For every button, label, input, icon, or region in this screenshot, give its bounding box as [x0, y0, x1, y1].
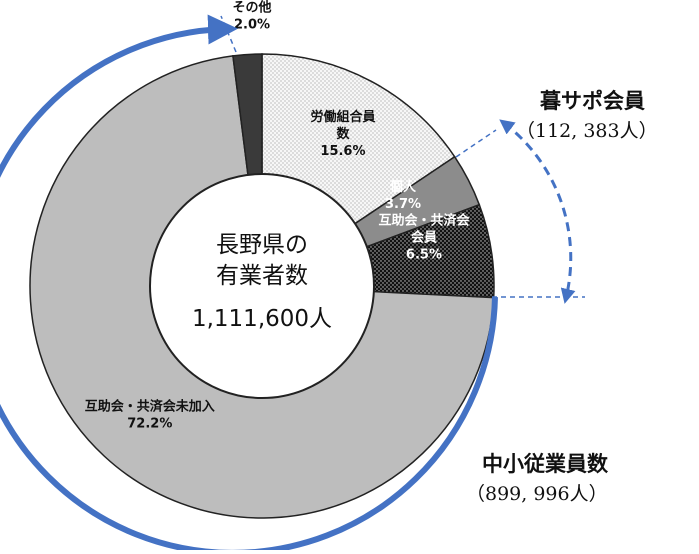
center-label-line3: 1,111,600人	[192, 306, 332, 332]
slice-value-label: 6.5%	[406, 248, 442, 263]
slice-value-label: 72.2%	[127, 416, 172, 431]
center-hole	[149, 173, 375, 399]
leader-right-upper	[455, 129, 497, 158]
slice-name-label: 数	[336, 126, 350, 142]
slice-name-label: 労働組合員	[310, 109, 375, 125]
slice-value-label: 15.6%	[320, 144, 365, 159]
slice-name-label: 互助会・共済会未加入	[85, 398, 215, 414]
slice-name-label: 会員	[411, 230, 437, 246]
annotation-kurasapo-sub: （112, 383人）	[516, 120, 658, 142]
annotation-chusho-title: 中小従業員数	[482, 451, 609, 476]
slice-value-label: 3.7%	[385, 197, 421, 212]
annotation-kurasapo-title: 暮サポ会員	[539, 88, 645, 113]
slice-name-label: その他	[232, 0, 271, 16]
inner-dashed-arrow	[499, 119, 576, 304]
annotation-chusho-sub: （899, 996人）	[466, 483, 608, 505]
annotation-arrows	[0, 14, 585, 554]
slice-name-label: 互助会・共済会	[378, 213, 470, 229]
center-label-line1: 長野県の	[216, 232, 308, 258]
center-label-line2: 有業者数	[216, 263, 308, 289]
slice-value-label: 2.0%	[234, 18, 270, 33]
slice-name-label: 個人	[389, 179, 417, 195]
outer-arrow	[0, 14, 498, 554]
leader-top	[220, 15, 237, 53]
